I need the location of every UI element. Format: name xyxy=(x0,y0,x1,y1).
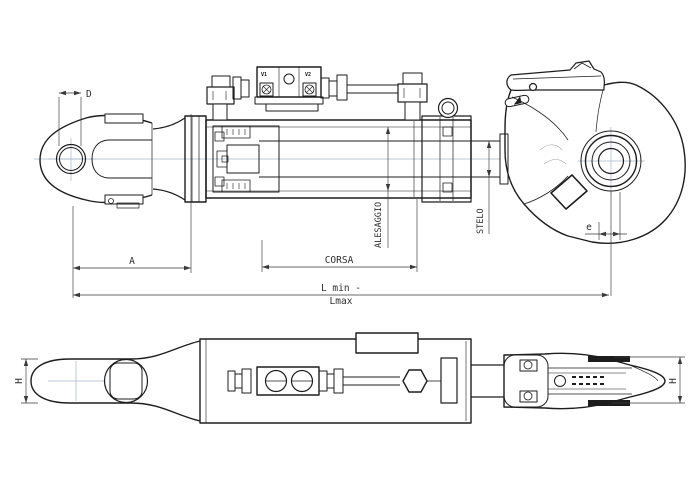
piston-rod xyxy=(258,133,509,185)
right-elbow-fitting xyxy=(397,72,428,121)
top-view: H H xyxy=(14,332,685,424)
hose-row-plan xyxy=(227,366,441,396)
port-pad xyxy=(440,357,458,404)
hydraulic-hoses xyxy=(232,74,399,101)
hook-plan xyxy=(503,352,666,410)
centerlines-top xyxy=(48,361,104,401)
dim-label-corsa: CORSA xyxy=(325,255,354,266)
rod-neck-plan xyxy=(471,364,504,398)
hook-bolt xyxy=(554,375,566,387)
fork-boss xyxy=(103,358,149,404)
clevis-top-lug xyxy=(104,113,144,124)
top-plate xyxy=(355,332,419,354)
dim-label-stelo: STELO xyxy=(476,208,486,234)
dimension-alesaggio: ALESAGGIO xyxy=(374,127,391,248)
clevis-bottom-lug xyxy=(104,194,144,205)
valve-clamp-bar xyxy=(265,103,319,112)
hex-fitting xyxy=(402,369,428,393)
fork-plan xyxy=(30,340,201,422)
quick-hitch-hook xyxy=(504,60,686,244)
dim-label-a: A xyxy=(129,256,135,267)
valve-port-label-v2: V2 xyxy=(305,72,311,78)
hook-top-plate xyxy=(506,60,605,92)
clevis-eye-outer xyxy=(55,143,87,175)
latch-plate-top xyxy=(588,356,630,362)
clevis-fork xyxy=(39,113,153,209)
hook-body-outline xyxy=(504,81,686,244)
dim-label-lmin: L min - xyxy=(321,283,361,294)
dim-label-alesaggio: ALESAGGIO xyxy=(374,202,384,248)
seal-ring xyxy=(437,97,459,119)
dim-label-d: D xyxy=(86,89,92,100)
hook-latch xyxy=(504,94,530,108)
dim-label-h-fork: H xyxy=(14,378,25,384)
dimension-corsa: CORSA xyxy=(261,199,418,272)
dimension-l: L min - Lmax xyxy=(72,191,612,307)
dim-label-h-hook: H xyxy=(668,378,679,384)
clevis-eye-inner xyxy=(59,147,83,171)
hook-handle-tab xyxy=(550,174,588,210)
hose-line xyxy=(347,84,399,94)
clevis-jaw xyxy=(91,139,152,179)
dimension-d: D xyxy=(58,89,92,146)
hose-line-plan xyxy=(343,376,400,386)
valve-base-plate xyxy=(254,96,324,105)
latch-pivot xyxy=(528,82,538,92)
rod-shoulder xyxy=(499,133,509,185)
hydraulic-valve-block: V1 V2 xyxy=(254,66,324,112)
valve-port-label-v1: V1 xyxy=(261,72,267,78)
flange-collar xyxy=(152,115,207,203)
centerlines xyxy=(34,127,645,195)
left-elbow-fitting xyxy=(206,75,235,121)
body-plan xyxy=(199,332,472,424)
dimension-e: e xyxy=(585,192,627,240)
dimension-stelo: STELO xyxy=(476,141,492,234)
dimension-h-fork: H xyxy=(14,358,38,404)
latch-spring-cover xyxy=(573,62,592,70)
latch-plate-bottom xyxy=(588,400,630,406)
dim-label-lmax: Lmax xyxy=(330,296,353,307)
fork-hole xyxy=(109,362,143,400)
dimension-a: A xyxy=(72,114,192,273)
dimension-h-hook: H xyxy=(612,356,685,404)
side-view: V1 V2 xyxy=(34,60,686,307)
dim-label-e: e xyxy=(586,222,592,233)
